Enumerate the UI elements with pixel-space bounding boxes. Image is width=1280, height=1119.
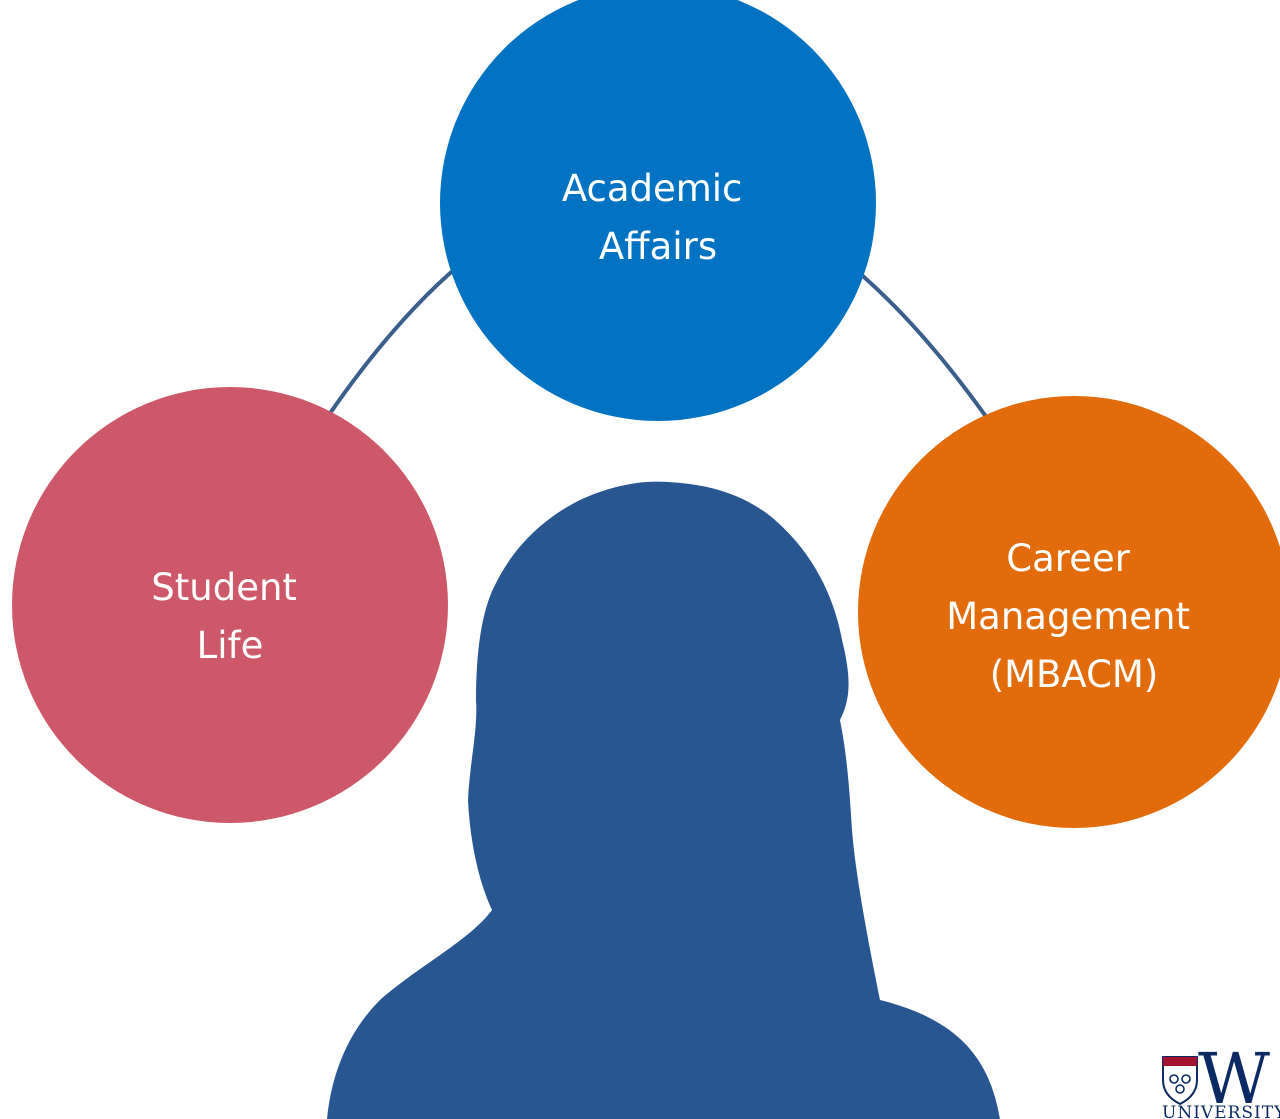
svg-text:Career Management: Career Management (MBACM) — [946, 537, 1202, 696]
svg-text:Student Life: Student Life — [151, 566, 308, 667]
node-career-management-line-1: Career — [1006, 537, 1130, 580]
shield-icon — [1162, 1056, 1198, 1106]
node-student-life-line-1: Student — [151, 566, 297, 609]
svg-text:Academic Affairs: Academic Affairs — [562, 167, 754, 268]
logo-subtitle: UNIVERSITY — [1162, 1103, 1280, 1119]
node-student-life-line-2: Life — [197, 624, 264, 667]
university-logo: W UNIVERSITY — [1162, 1038, 1280, 1119]
node-student-life-circle — [12, 387, 448, 823]
node-career-management-line-2: Management — [946, 595, 1190, 638]
logo-letter: W — [1198, 1038, 1270, 1119]
node-student-life: Student Life — [12, 387, 448, 823]
node-academic-affairs-circle — [440, 0, 876, 421]
node-career-management-line-3: (MBACM) — [990, 653, 1159, 696]
node-career-management: Career Management (MBACM) — [858, 396, 1280, 828]
node-career-management-circle — [858, 396, 1280, 828]
node-academic-affairs-line-2: Affairs — [599, 225, 717, 268]
node-academic-affairs: Academic Affairs — [440, 0, 876, 421]
person-silhouette — [327, 481, 1000, 1119]
node-academic-affairs-line-1: Academic — [562, 167, 743, 210]
